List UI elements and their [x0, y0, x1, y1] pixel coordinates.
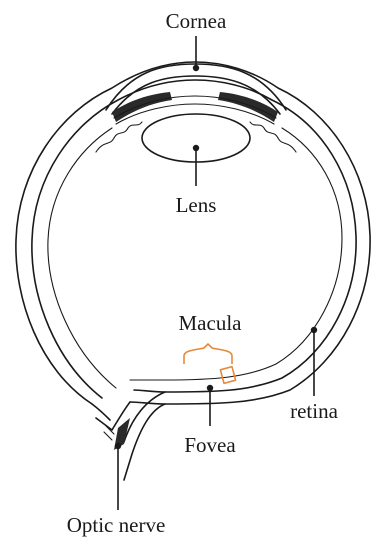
ciliary-left [96, 122, 142, 152]
fovea-dot [207, 385, 213, 391]
optic-nerve-label: Optic nerve [67, 513, 166, 537]
iris [112, 92, 278, 124]
lens-dot [193, 145, 199, 151]
fovea-label: Fovea [184, 433, 236, 457]
cornea-dot [193, 65, 199, 71]
macula-label: Macula [179, 311, 243, 335]
optic-nerve-dot [115, 443, 121, 449]
lens-label: Lens [176, 193, 217, 217]
optic-nerve-top [92, 404, 110, 420]
ciliary-right [250, 122, 296, 152]
fovea-box [220, 367, 235, 384]
retina-label: retina [290, 399, 338, 423]
retina-dot [311, 327, 317, 333]
macula-bracket [184, 344, 232, 364]
labels: Cornea Lens Macula retina Fovea Optic ne… [67, 9, 339, 537]
optic-nerve-structure [92, 392, 165, 480]
cornea-label: Cornea [166, 9, 227, 33]
optic-nerve-lower [124, 404, 165, 480]
optic-nerve-lower-2 [124, 392, 165, 442]
